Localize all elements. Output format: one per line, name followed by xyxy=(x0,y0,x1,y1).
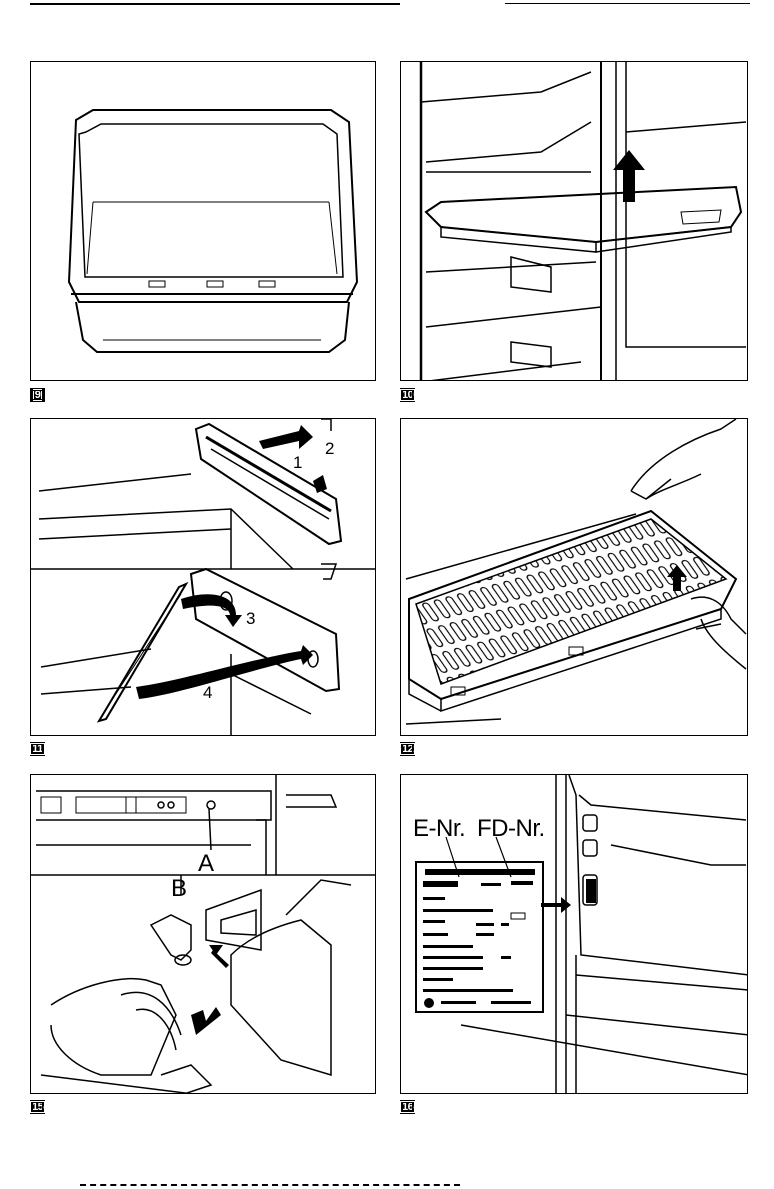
step-4-label: 4 xyxy=(203,683,212,703)
figure-12-number: 12 xyxy=(400,742,415,756)
figure-11-remove-rail: 1 2 3 4 xyxy=(30,418,376,736)
crisper-drawer-illustration xyxy=(31,62,376,381)
e-nr-label: E-Nr. xyxy=(413,815,465,843)
figure-12-shelf xyxy=(400,418,748,736)
step-2-label: 2 xyxy=(325,439,334,459)
remove-drawer-illustration xyxy=(401,62,748,381)
rating-plate-text-lines xyxy=(423,869,535,1008)
fd-nr-label: FD-Nr. xyxy=(477,815,545,843)
arrow-up-icon xyxy=(613,150,645,202)
shelf-illustration xyxy=(401,419,748,736)
figure-15-light-bulb: A B xyxy=(30,774,376,1094)
step-1-label: 1 xyxy=(293,453,302,473)
figure-9-number: 9 xyxy=(30,388,45,402)
figure-10-remove-drawer xyxy=(400,61,748,381)
bottom-rule xyxy=(80,1184,460,1186)
plate-location-marker xyxy=(586,879,596,903)
point-a-label: A xyxy=(198,850,214,878)
direction-arrow-icons xyxy=(191,945,229,1035)
point-b-label: B xyxy=(171,875,187,903)
figure-10-number: 10 xyxy=(400,388,415,402)
light-bulb-illustration xyxy=(31,775,376,1094)
top-rule-right xyxy=(505,3,750,4)
figure-16-rating-plate: E-Nr. FD-Nr. xyxy=(400,774,748,1094)
figure-16-number: 16 xyxy=(400,1100,415,1114)
figure-15-number: 15 xyxy=(30,1100,45,1114)
figure-11-number: 11 xyxy=(30,742,45,756)
step-3-label: 3 xyxy=(246,609,255,629)
figure-9-crisper-drawer xyxy=(30,61,376,381)
top-rule xyxy=(30,3,400,5)
